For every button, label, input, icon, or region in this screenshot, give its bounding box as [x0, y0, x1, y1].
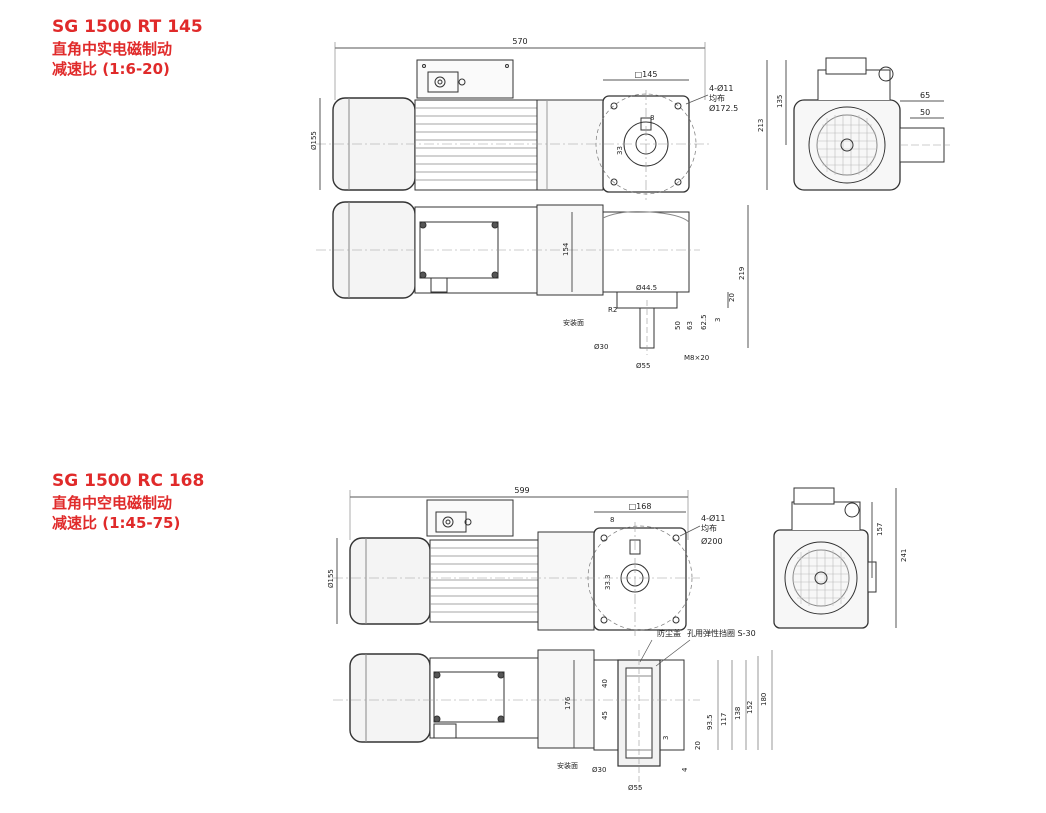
section2-side-view: 157 241	[773, 487, 908, 629]
s1-h219: 219	[738, 267, 746, 280]
s1-length-label: 570	[512, 37, 527, 46]
s1-v50: 50	[674, 321, 682, 330]
s2-h157: 157	[876, 523, 884, 536]
section2-top-view: 599 Ø1	[327, 486, 725, 636]
s1-holes-label: 4-Ø11	[709, 83, 733, 93]
section2-ratio: 减速比 (1:45-75)	[52, 514, 181, 533]
s1-w65: 65	[920, 91, 930, 100]
section2-type: 直角中空电磁制动	[52, 493, 173, 512]
s1-v3: 3	[714, 318, 722, 322]
s1-shaft-height: 33	[616, 146, 624, 155]
s2-h241: 241	[900, 549, 908, 562]
s2-v3: 3	[662, 736, 670, 740]
s1-h135: 135	[776, 95, 784, 108]
s2-h45: 45	[601, 711, 609, 720]
s2-mount-face: 安装面	[557, 761, 578, 770]
s1-h154: 154	[562, 242, 570, 256]
s2-h117: 117	[720, 713, 728, 726]
s1-holes-note: 均布	[709, 93, 725, 103]
s1-flange-label: □145	[635, 70, 658, 79]
s1-v20: 20	[728, 293, 736, 302]
s2-motor-dia: Ø155	[327, 569, 335, 588]
s2-v20: 20	[694, 741, 702, 750]
s2-pilot-dia: Ø55	[628, 784, 642, 792]
s2-retaining-ring: 孔用弹性挡圈 S-30	[687, 628, 756, 638]
s2-key-width: 8	[610, 516, 614, 524]
s2-holes-label: 4-Ø11	[701, 513, 725, 523]
s2-pcd-label: Ø200	[701, 536, 723, 546]
s2-v4: 4	[681, 767, 689, 772]
s1-mount-face: 安装面	[563, 318, 584, 327]
s2-flange-label: □168	[629, 502, 652, 511]
s1-r2: R2	[608, 306, 617, 314]
s1-pilot-dia: Ø55	[636, 362, 650, 370]
s1-v625: 62.5	[700, 314, 708, 330]
s1-h213: 213	[757, 119, 765, 132]
section1-drawing: 570	[310, 37, 950, 370]
s1-motor-dia: Ø155	[310, 131, 318, 150]
s2-length-label: 599	[514, 486, 529, 495]
section1-side-view: 65 50 135 213	[757, 57, 950, 191]
s2-h935: 93.5	[706, 714, 714, 730]
section2-bottom-view: 176 40 45 防尘盖 孔用弹性挡圈 S-30 93.5 117 138 1…	[333, 628, 773, 792]
s2-holes-note: 均布	[701, 523, 717, 533]
s2-bore-dia: Ø30	[592, 766, 606, 774]
s2-h176: 176	[564, 696, 572, 710]
section2-model: SG 1500 RC 168	[52, 471, 205, 491]
section1-bottom-view: 154 219 Ø44.5 R2 安装面 Ø30 Ø55 M8×20 20 50…	[316, 201, 749, 370]
section1-type: 直角中实电磁制动	[52, 39, 173, 58]
s1-pcd-label: Ø172.5	[709, 103, 738, 113]
section1-heading: SG 1500 RT 145 直角中实电磁制动 减速比 (1:6-20)	[52, 16, 203, 79]
s2-h40: 40	[601, 679, 609, 688]
s2-shaft-height: 33.3	[604, 574, 612, 590]
section2-drawing: 599 Ø1	[327, 486, 908, 792]
s1-thread: M8×20	[684, 354, 709, 362]
s1-key-width: 8	[650, 114, 654, 122]
s1-d445: Ø44.5	[636, 284, 657, 292]
s2-h180: 180	[760, 693, 768, 706]
s2-h138: 138	[734, 707, 742, 720]
section2-heading: SG 1500 RC 168 直角中空电磁制动 减速比 (1:45-75)	[52, 470, 204, 533]
section1-top-view: 570	[310, 37, 738, 200]
s1-shaft-dia: Ø30	[594, 343, 608, 351]
s1-w50: 50	[920, 108, 930, 117]
s1-v63: 63	[686, 321, 694, 330]
s2-dust-cover: 防尘盖	[657, 628, 681, 638]
section1-ratio: 减速比 (1:6-20)	[52, 60, 170, 79]
s2-h152: 152	[746, 701, 754, 714]
section1-model: SG 1500 RT 145	[52, 17, 203, 37]
